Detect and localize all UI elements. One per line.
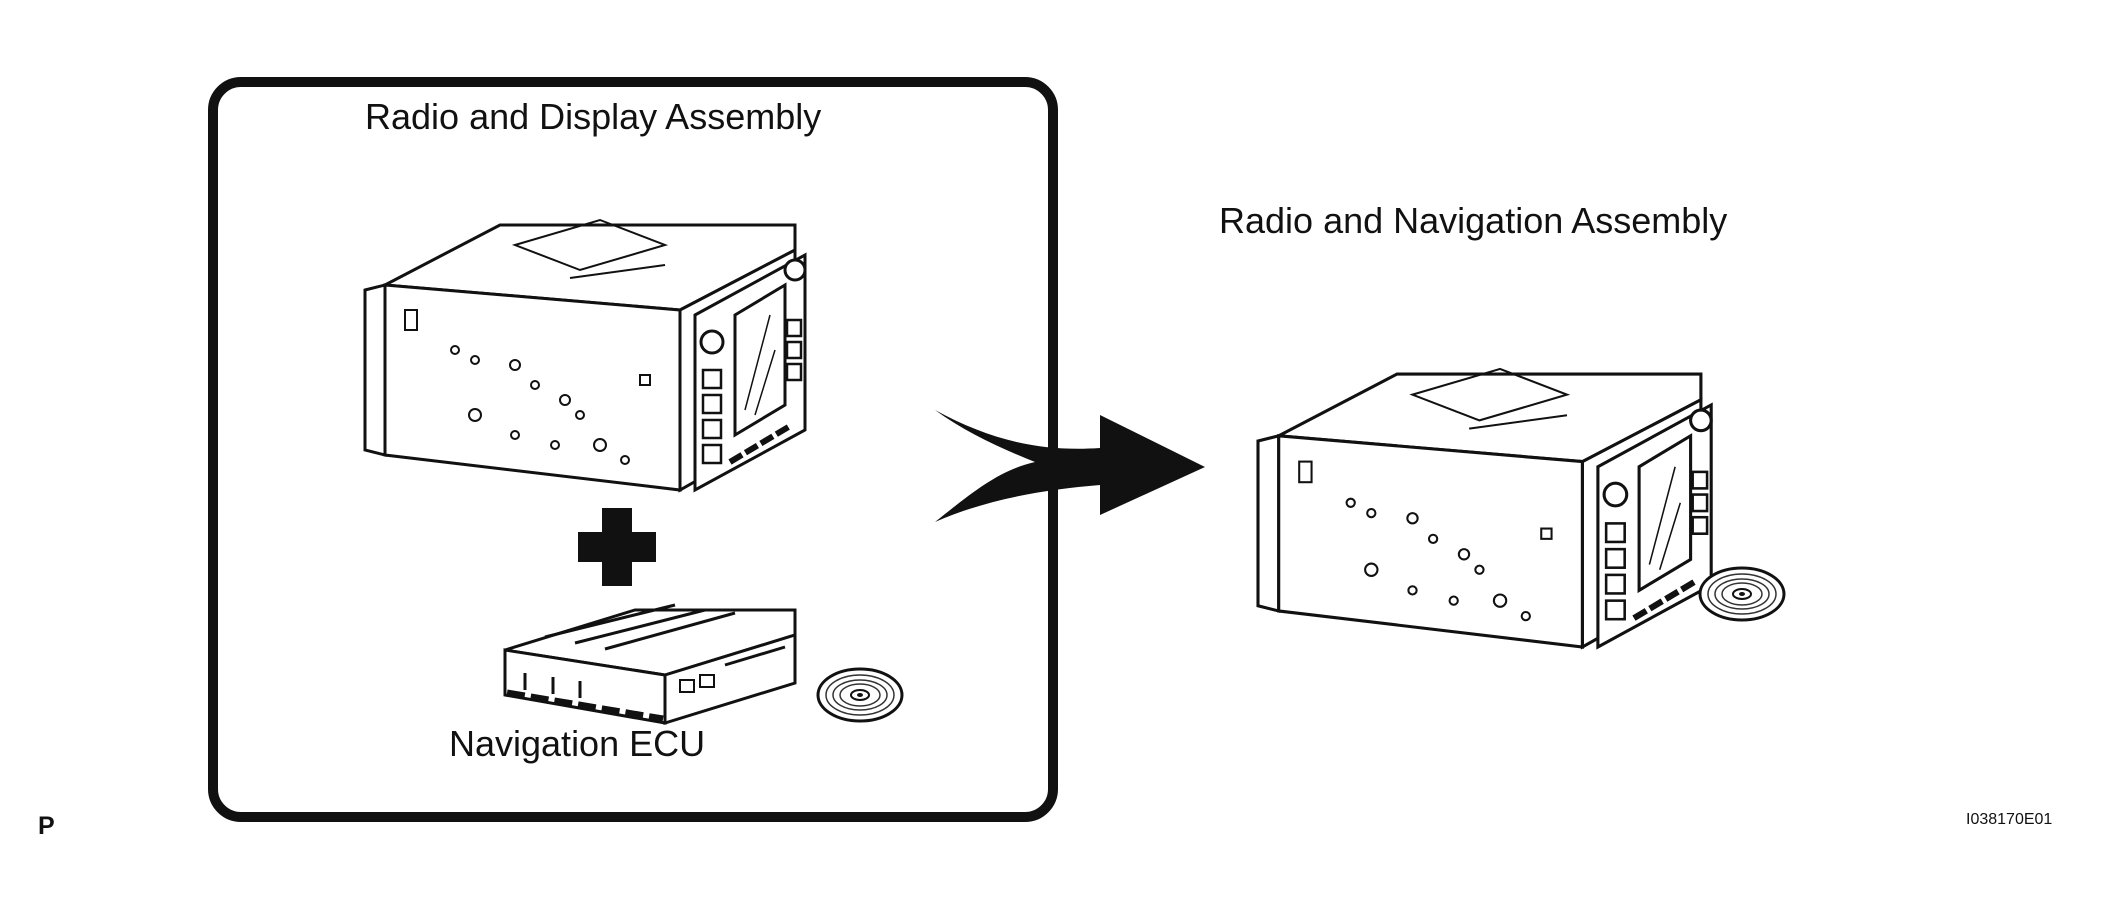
figure-id: I038170E01 (1966, 811, 2053, 828)
after-title: Radio and Navigation Assembly (1219, 200, 1728, 241)
radio-navigation-unit-icon (1258, 369, 1711, 647)
plus-icon (578, 508, 656, 586)
corner-letter: P (38, 812, 55, 840)
disc-icon (816, 667, 904, 723)
navigation-ecu-icon (503, 603, 797, 726)
navigation-ecu-label: Navigation ECU (449, 723, 706, 764)
disc-icon (1698, 566, 1786, 622)
radio-display-unit-icon (365, 220, 805, 490)
before-title: Radio and Display Assembly (365, 96, 822, 137)
arrow-right-icon (935, 410, 1205, 522)
